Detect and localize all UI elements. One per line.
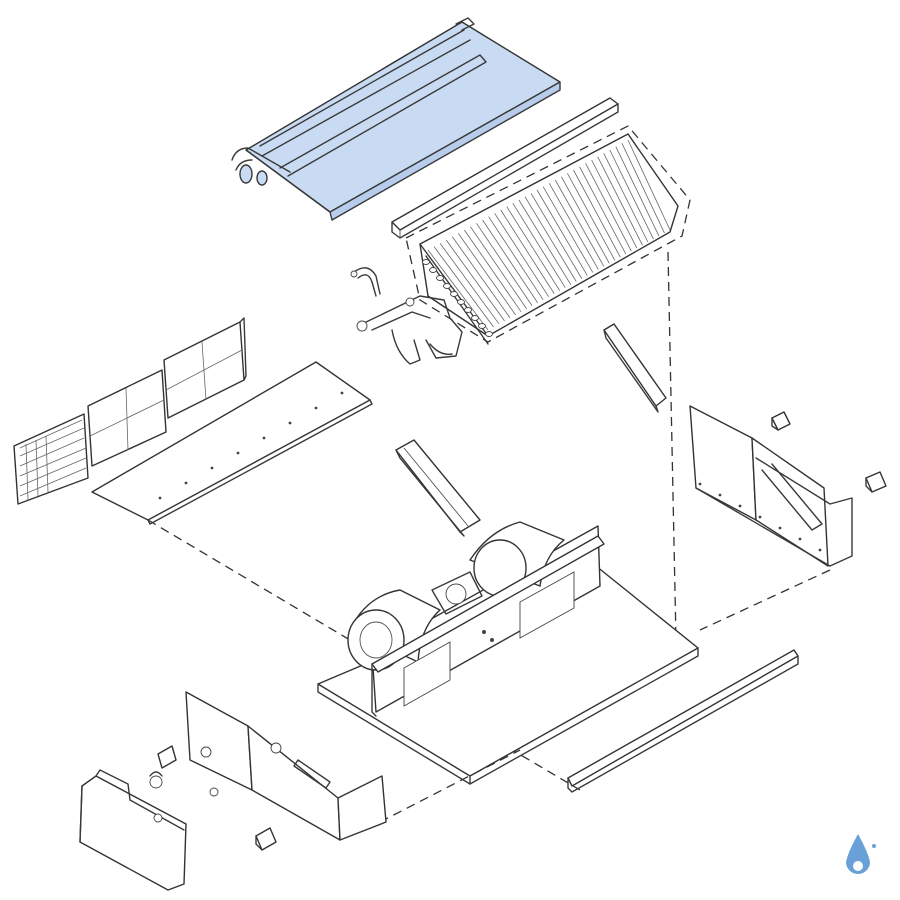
air-filter[interactable] xyxy=(13,317,247,505)
blower-assembly[interactable] xyxy=(347,521,605,717)
top-strip[interactable] xyxy=(391,97,619,239)
side-panel-right[interactable] xyxy=(689,405,853,567)
mounting-brackets[interactable] xyxy=(157,411,887,851)
coil-tube-ends xyxy=(422,259,493,337)
copper-pipes[interactable] xyxy=(350,267,463,365)
coil-bracket[interactable] xyxy=(603,323,667,413)
front-rail[interactable] xyxy=(567,649,799,793)
divider-plate[interactable] xyxy=(395,439,481,537)
water-drop-logo xyxy=(846,834,876,874)
control-box[interactable] xyxy=(79,769,187,891)
side-panel-left[interactable] xyxy=(185,691,387,841)
drain-pan[interactable] xyxy=(231,17,561,221)
top-panel[interactable] xyxy=(91,361,373,525)
evaporator-coil[interactable] xyxy=(405,125,691,345)
